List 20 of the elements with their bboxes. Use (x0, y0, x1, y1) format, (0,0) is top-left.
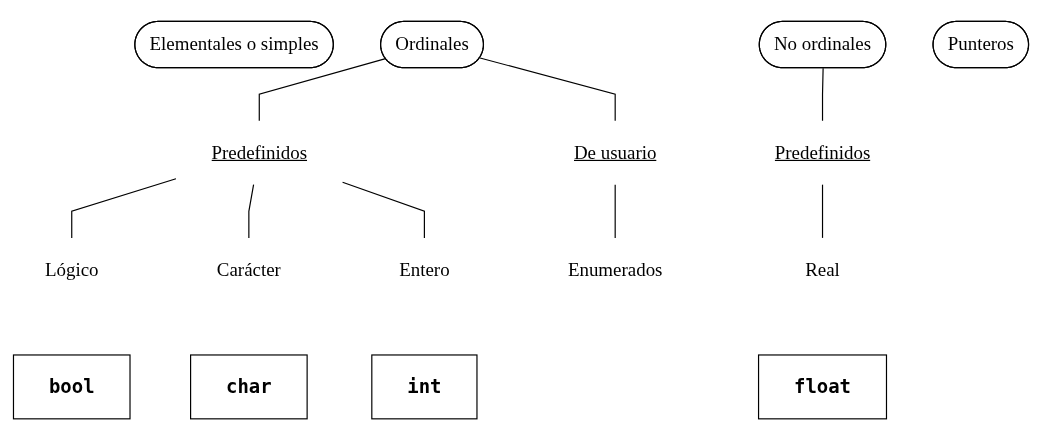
node-box: char (190, 354, 308, 420)
node-text: Predefinidos (211, 142, 308, 163)
node-box: int (371, 354, 478, 420)
connector (258, 58, 387, 122)
connector (342, 182, 425, 239)
node-text: Predefinidos (774, 142, 871, 163)
connector (821, 67, 824, 122)
connector (821, 184, 824, 239)
node-text: Lógico (44, 259, 99, 280)
node-text: Enumerados (567, 259, 663, 280)
connector (71, 178, 177, 239)
node-text: Carácter (216, 259, 281, 280)
connector (479, 57, 616, 122)
node-text: De usuario (573, 142, 657, 163)
node-box: bool (12, 354, 131, 420)
node-text: Entero (399, 259, 450, 280)
node-box: float (757, 354, 888, 420)
connector (248, 184, 255, 239)
connector (614, 184, 616, 239)
node-text: Real (805, 259, 840, 280)
